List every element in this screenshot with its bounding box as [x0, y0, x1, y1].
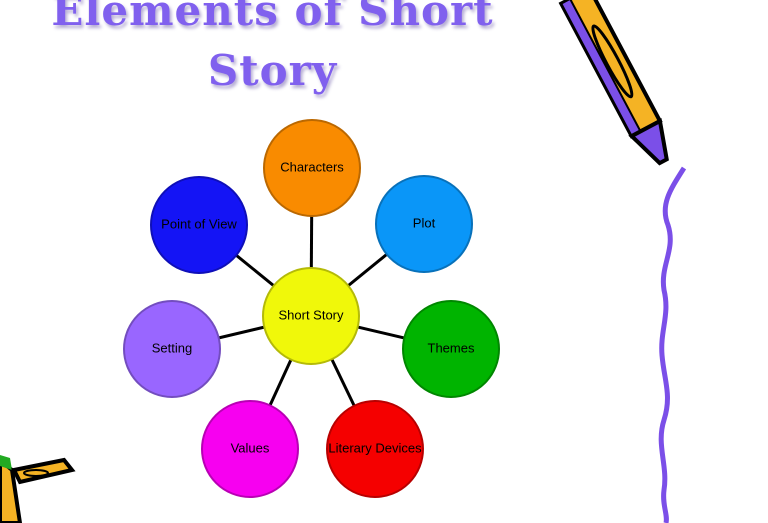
node-setting-circle [123, 300, 221, 398]
node-themes-label: Themes [428, 340, 475, 355]
node-characters-label: Characters [280, 159, 344, 174]
node-setting: Setting [123, 300, 221, 398]
node-characters-circle [263, 119, 361, 217]
node-plot-circle [375, 175, 473, 273]
node-characters: Characters [263, 119, 361, 217]
node-values-label: Values [231, 440, 270, 455]
pencil-icon [0, 455, 76, 523]
node-point-of-view-circle [150, 176, 248, 274]
node-center-short-story: Short Story [262, 267, 360, 365]
node-literary-devices: Literary Devices [326, 400, 424, 498]
node-point-of-view: Point of View [150, 176, 248, 274]
node-values-circle [201, 400, 299, 498]
node-center-short-story-circle [262, 267, 360, 365]
node-center-short-story-label: Short Story [278, 307, 344, 322]
node-setting-label: Setting [152, 340, 192, 355]
node-literary-devices-label: Literary Devices [328, 440, 422, 455]
node-point-of-view-label: Point of View [161, 216, 237, 231]
title-line-2: Story [207, 46, 338, 95]
node-values: Values [201, 400, 299, 498]
node-plot: Plot [375, 175, 473, 273]
pencil-icon [558, 0, 669, 166]
node-themes-circle [402, 300, 500, 398]
node-plot-label: Plot [413, 215, 436, 230]
wavy-border-line [658, 166, 687, 523]
node-literary-devices-circle [326, 400, 424, 498]
node-themes: Themes [402, 300, 500, 398]
title-line-1: Elements of Short [51, 0, 494, 35]
